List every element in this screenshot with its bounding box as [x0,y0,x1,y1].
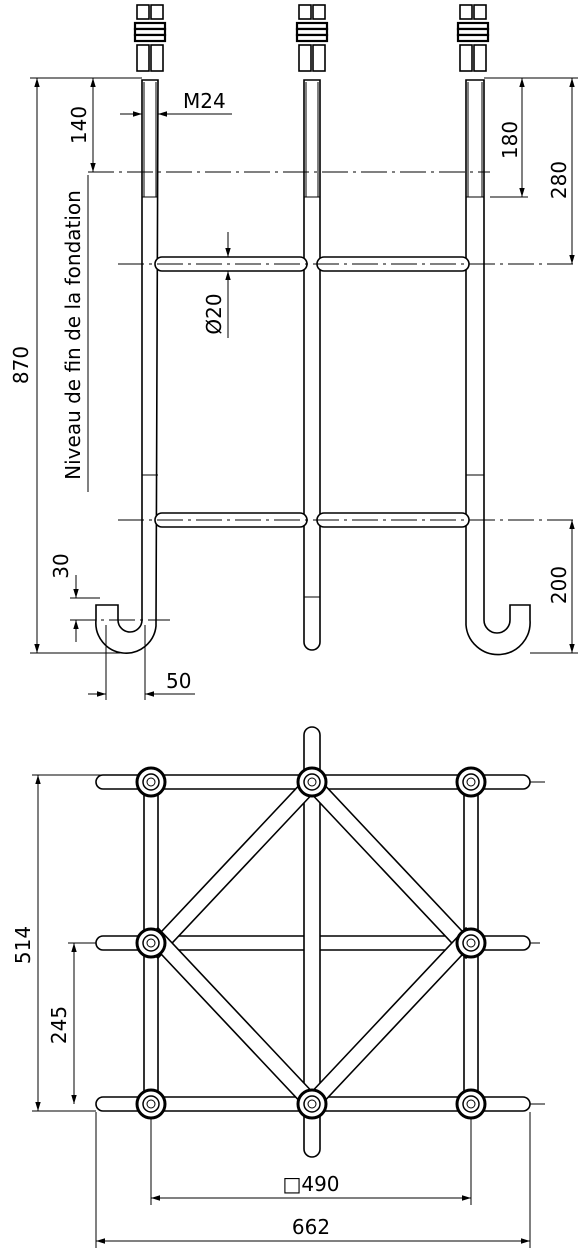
dimension-140: 140 [67,78,96,172]
anchor-rod-middle [303,79,321,651]
dim-50-label: 50 [166,669,191,693]
rod-section-middle-left [135,927,167,959]
rod-section-bottom-right [455,1088,487,1120]
dim-280-label: 280 [547,161,571,199]
anchor-rod-right [465,79,531,656]
dimension-dia20: Ø20 [202,232,231,338]
nut-stack-middle [295,4,329,72]
anchor-rod-left [95,79,159,654]
rod-section-top-left [135,766,167,798]
dim-490-label: □490 [282,1172,339,1196]
rod-section-middle-right [455,927,487,959]
dim-870-label: 870 [9,346,33,384]
nut-stack-left [133,4,167,72]
dim-514-label: 514 [11,926,35,964]
rod-section-bottom-left [135,1088,167,1120]
rod-section-top-middle [296,766,328,798]
elevation-view: 870 140 Niveau de fin de la fondation M2… [9,4,578,700]
dimension-870: 870 [9,77,142,654]
dimension-50: 50 [88,625,195,700]
dim-245-label: 245 [47,1006,71,1044]
dimension-490: □490 [150,1118,472,1205]
dim-200-label: 200 [547,566,571,604]
dimension-200: 200 [530,520,578,654]
plan-bar-center [303,726,321,1158]
nut-stack-right [456,4,490,72]
dimension-180: 180 [484,77,578,198]
rod-section-top-right [455,766,487,798]
dim-140-label: 140 [67,106,91,144]
dim-30-label: 30 [49,553,73,578]
dim-dia20-label: Ø20 [202,293,226,334]
rod-section-bottom-middle [296,1088,328,1120]
dim-m24-label: M24 [183,89,226,113]
dim-180-label: 180 [498,121,522,159]
dimension-245: 245 [47,942,96,1104]
foundation-level-label: Niveau de fin de la fondation [61,190,85,480]
dimension-662: 662 [95,1112,531,1248]
plan-view: 514 245 □490 662 [11,726,545,1248]
dimension-m24: M24 [120,89,232,117]
dimension-514: 514 [11,774,140,1112]
dimension-30: 30 [49,553,100,642]
dim-662-label: 662 [292,1215,330,1239]
dimension-280: 280 [547,78,575,264]
